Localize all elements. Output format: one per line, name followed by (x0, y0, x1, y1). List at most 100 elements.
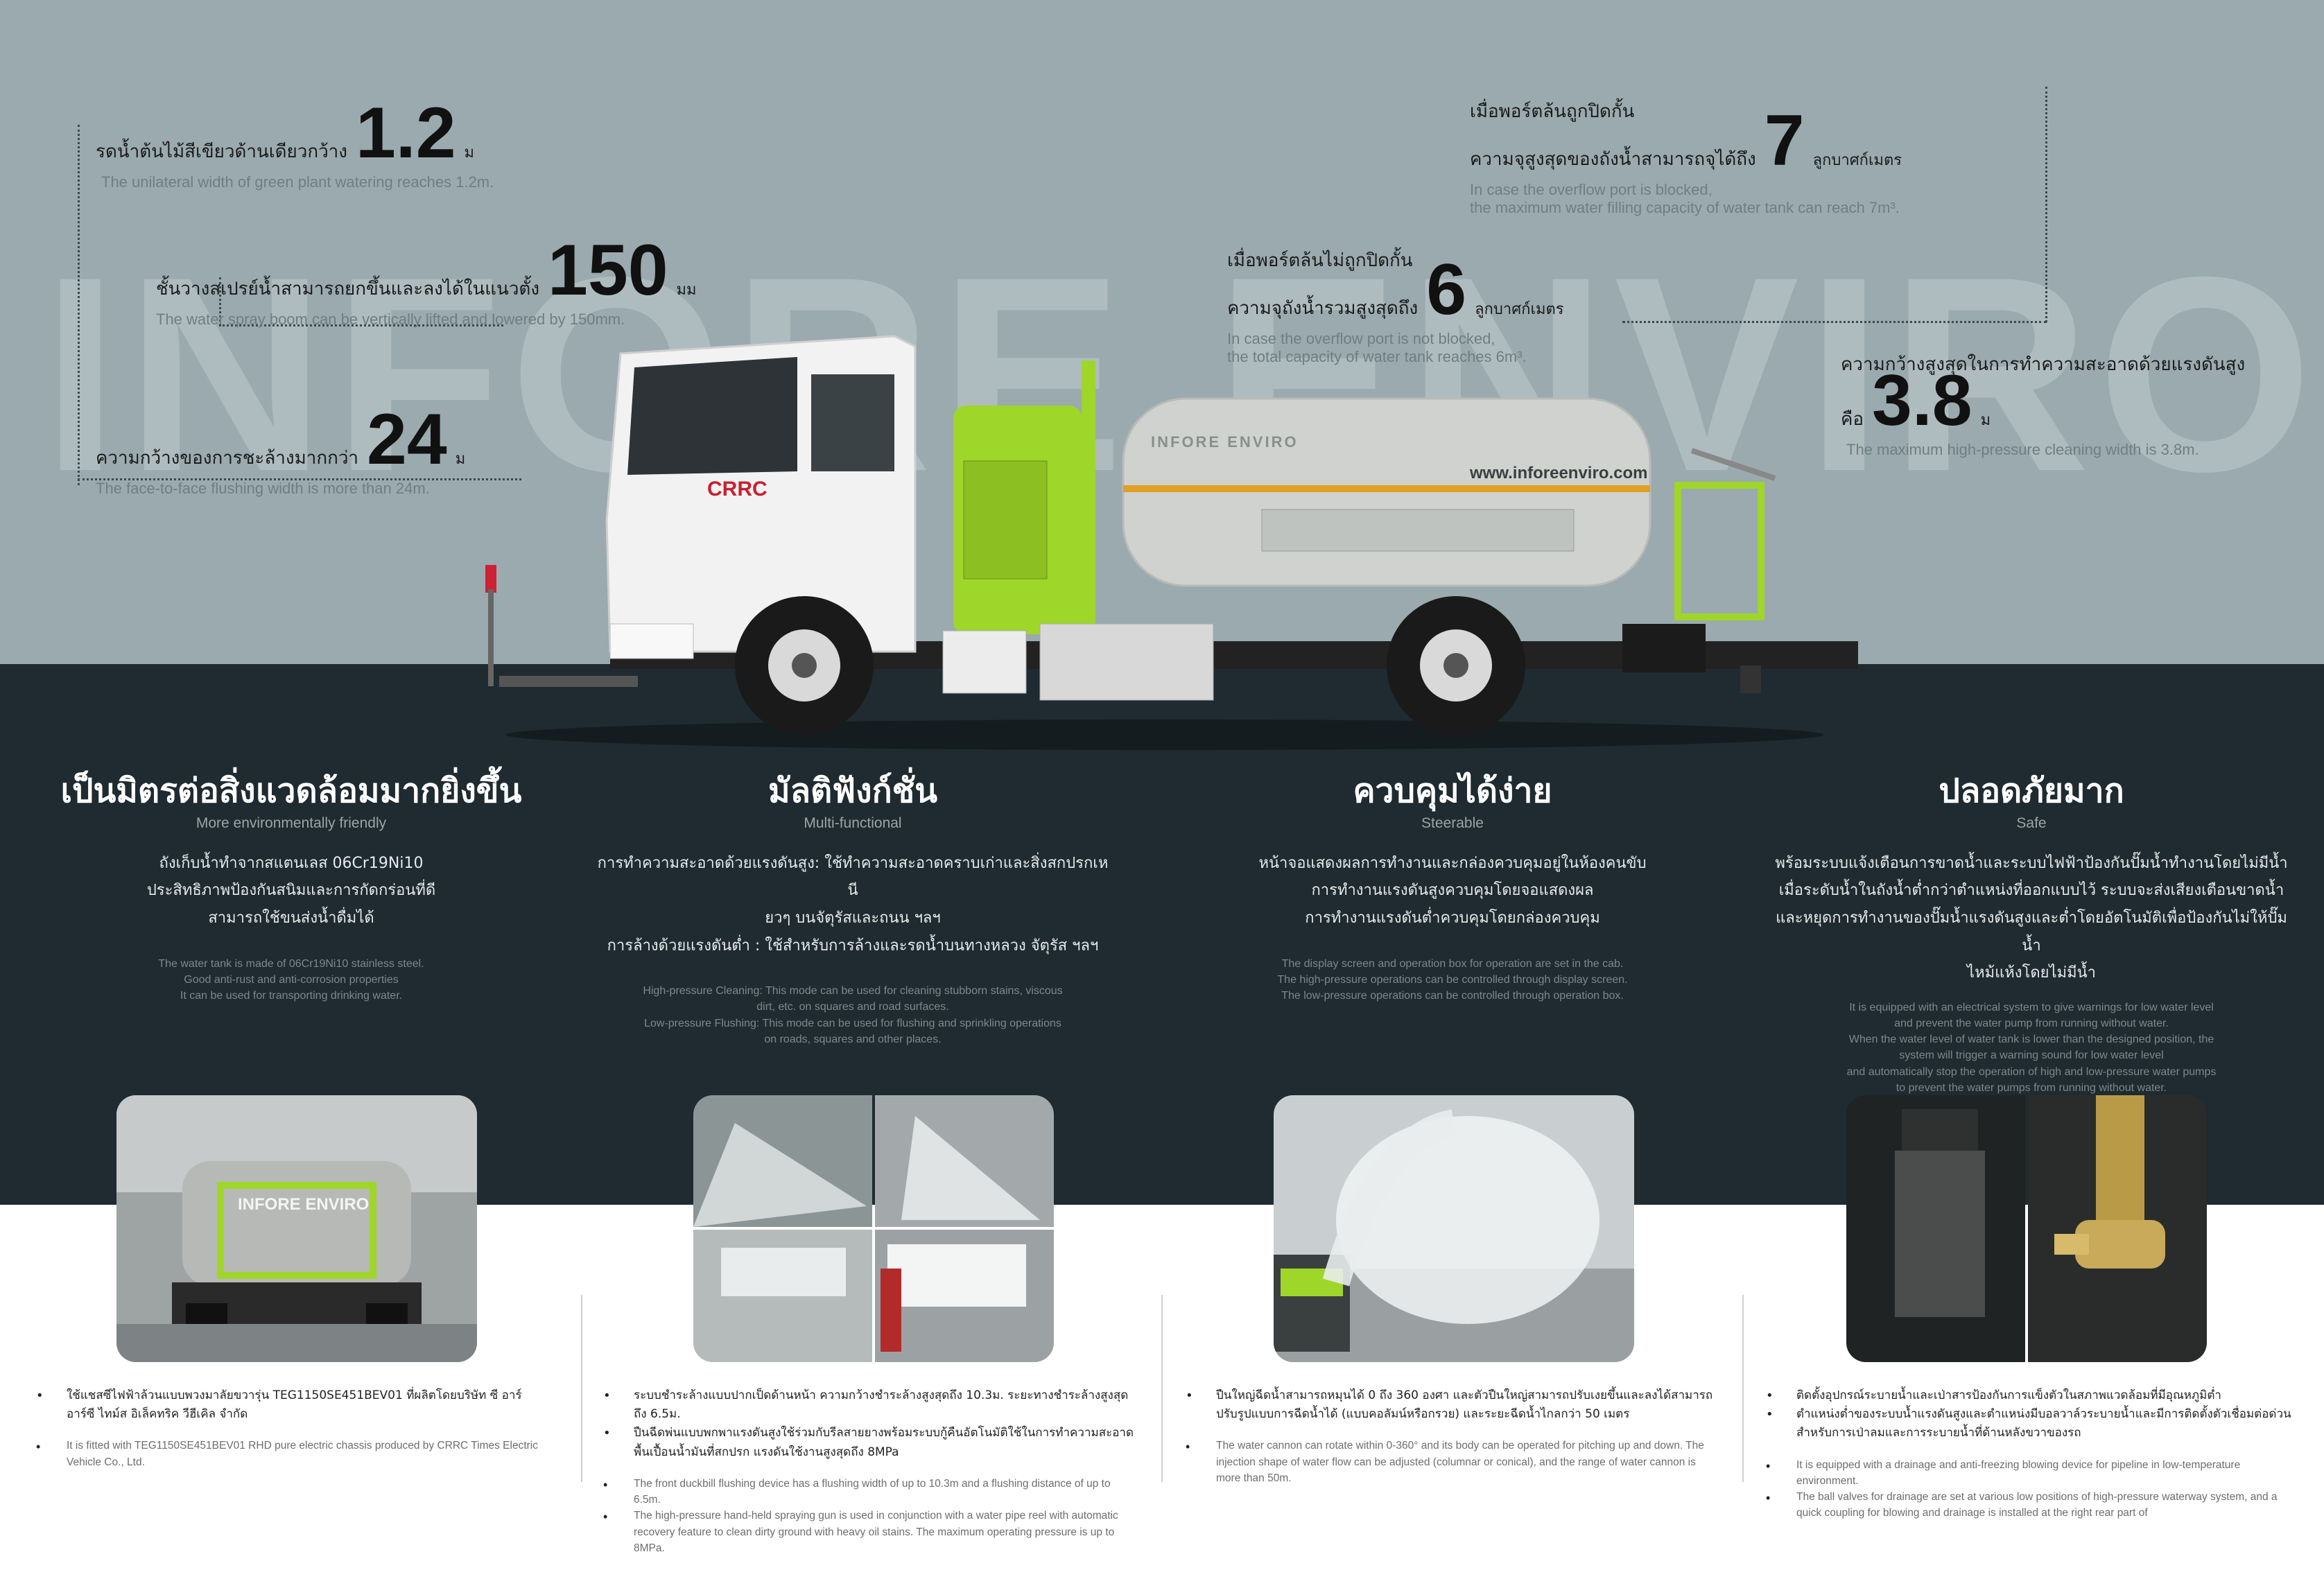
photo-cleaning-collage-image (693, 1095, 1054, 1362)
truck-shadow (506, 720, 1823, 750)
photo-water-cannon-image (1274, 1095, 1634, 1362)
feature-thai-line: ไหม้แห้งโดยไม่มีน้ำ (1967, 964, 2096, 982)
side-window (811, 374, 894, 471)
leader-line (219, 324, 503, 326)
note-thai-item: ปืนฉีดพ่นแบบพกพาแรงดันสูงใช้ร่วมกับรีลสา… (595, 1424, 1136, 1461)
spec-english: the total capacity of water tank reaches… (1227, 348, 1527, 366)
note-english-item: The ball valves for drainage are set at … (1758, 1489, 2305, 1522)
pump-door (963, 460, 1048, 580)
feature-thai-line: เมื่อระดับน้ำในถังน้ำต่ำกว่าตำแหน่งที่ออ… (1778, 882, 2284, 900)
front-boom (488, 589, 494, 686)
leader-line (78, 478, 521, 480)
rear-nozzle (1740, 665, 1761, 693)
windshield (627, 357, 797, 475)
leader-line (219, 277, 221, 326)
feature-english-line: The display screen and operation box for… (1281, 957, 1624, 970)
feature-english-line: It is equipped with an electrical system… (1849, 1001, 2214, 1013)
notes-chassis: ใช้แชสซีไฟฟ้าล้วนแบบพวงมาลัยขวารุ่น TEG1… (28, 1386, 541, 1470)
feature-english-line: on roads, squares and other places. (764, 1033, 942, 1045)
spec-unit: ม (464, 144, 475, 162)
feature-thai-line: พร้อมระบบแจ้งเตือนการขาดน้ำและระบบไฟฟ้าป… (1775, 854, 2288, 872)
front-duckbill (499, 676, 638, 687)
feature-english-body: High-pressure Cleaning: This mode can be… (582, 983, 1123, 1047)
spec-value: 150 (548, 230, 668, 311)
feature-english-line: dirt, etc. on squares and road surfaces. (756, 1001, 949, 1013)
leader-line (1622, 321, 2047, 323)
leader-line (78, 125, 80, 485)
feature-thai-line: การทำงานแรงดันสูงควบคุมโดยจอแสดงผล (1311, 882, 1594, 900)
spec-unit: ม (1980, 412, 1991, 429)
note-english-item: The water cannon can rotate within 0-360… (1177, 1438, 1718, 1486)
notes-thai-list: ระบบชำระล้างแบบปากเป็ดด้านหน้า ความกว้าง… (595, 1386, 1136, 1462)
spec-unit: ม (455, 451, 466, 468)
photo-tank-logo: INFORE ENVIRO (238, 1195, 369, 1214)
feature-english-line: and automatically stop the operation of … (1846, 1065, 2217, 1078)
feature-english-body: It is equipped with an electrical system… (1754, 1000, 2309, 1096)
notes-english-list: The front duckbill flushing device has a… (595, 1476, 1136, 1556)
spec-english: The maximum high-pressure cleaning width… (1846, 441, 2199, 458)
note-thai-item: ติดตั้งอุปกรณ์ระบายน้ำและเป่าสารป้องกันก… (1758, 1386, 2305, 1406)
water-cannon (1690, 448, 1776, 481)
note-thai-item: ตำแหน่งต่ำของระบบน้ำแรงดันสูงและตำแหน่งม… (1758, 1405, 2305, 1443)
spec-value: 24 (367, 399, 447, 480)
note-english-item: It is equipped with a drainage and anti-… (1758, 1457, 2305, 1490)
photo-drain-valves (1846, 1095, 2207, 1362)
side-skirt (1039, 623, 1214, 701)
feature-english-line: Good anti-rust and anti-corrosion proper… (184, 973, 399, 986)
feature-english-line: and prevent the water pump from running … (1894, 1017, 2169, 1029)
front-bumper (609, 623, 694, 659)
feature-english-line: It can be used for transporting drinking… (180, 989, 403, 1002)
feature-title: มัลติฟังก์ชั่น (768, 772, 938, 810)
feature-thai-body: พร้อมระบบแจ้งเตือนการขาดน้ำและระบบไฟฟ้าป… (1754, 850, 2309, 987)
notes-english-list: The water cannon can rotate within 0-360… (1177, 1438, 1718, 1486)
spec-english: In case the overflow port is blocked, (1470, 181, 1712, 198)
feature-thai-line: การทำงานแรงดันต่ำควบคุมโดยกล่องควบคุม (1305, 909, 1600, 927)
feature-thai-line: สามารถใช้ขนส่งน้ำดื่มได้ (208, 909, 374, 927)
feature-thai-body: การทำความสะอาดด้วยแรงดันสูง: ใช้ทำความสะ… (582, 850, 1123, 959)
feature-english-line: Low-pressure Flushing: This mode can be … (644, 1017, 1061, 1029)
tank-stripe (1123, 485, 1650, 492)
spec-boom-lift: ชั้นวางสเปรย์น้ำสามารถยกขึ้นและลงได้ในแน… (156, 234, 697, 329)
feature-english-body: The display screen and operation box for… (1182, 956, 1723, 1004)
feature-title: ปลอดภัยมาก (1939, 772, 2124, 810)
notes-flushing: ระบบชำระล้างแบบปากเป็ดด้านหน้า ความกว้าง… (595, 1386, 1136, 1556)
feature-thai-line: การทำความสะอาดด้วยแรงดันสูง: ใช้ทำความสะ… (597, 854, 1109, 900)
note-thai-item: ระบบชำระล้างแบบปากเป็ดด้านหน้า ความกว้าง… (595, 1386, 1136, 1424)
feature-english-line: system will trigger a warning sound for … (1899, 1049, 2164, 1062)
spec-tank-capacity-blocked: เมื่อพอร์ตล้นถูกปิดกั้น ความจุสูงสุดของถ… (1470, 97, 1902, 218)
feature-subtitle: More environmentally friendly (196, 814, 387, 831)
spec-label: ชั้นวางสเปรย์น้ำสามารถยกขึ้นและลงได้ในแน… (156, 279, 540, 299)
front-wheel (735, 596, 874, 735)
spec-label: คือ (1841, 409, 1864, 430)
side-toolbox (1261, 509, 1575, 552)
feature-english-body: The water tank is made of 06Cr19Ni10 sta… (21, 956, 562, 1004)
rear-ladder (1674, 482, 1764, 620)
feature-thai-line: การล้างด้วยแรงดันต่ำ : ใช้สำหรับการล้างแ… (607, 936, 1099, 955)
spec-label: เมื่อพอร์ตล้นไม่ถูกปิดกั้น (1227, 250, 1413, 271)
feature-thai-body: หน้าจอแสดงผลการทำงานและกล่องควบคุมอยู่ใน… (1182, 850, 1723, 932)
spec-tank-capacity-open: เมื่อพอร์ตล้นไม่ถูกปิดกั้น ความจุถังน้ำร… (1227, 246, 1564, 367)
spec-value: 6 (1426, 250, 1467, 330)
cab-logo: CRRC (707, 478, 768, 500)
spec-value: 3.8 (1872, 360, 1972, 441)
spec-label: ความกว้างของการชะล้างมากกว่า (96, 448, 359, 469)
spec-label: รดน้ำต้นไม้สีเขียวด้านเดียวกว้าง (96, 141, 347, 162)
notes-water-cannon: ปืนใหญ่ฉีดน้ำสามารถหมุนได้ 0 ถึง 360 องศ… (1177, 1386, 1718, 1486)
rear-box (1622, 624, 1706, 672)
notes-drainage: ติดตั้งอุปกรณ์ระบายน้ำและเป่าสารป้องกันก… (1758, 1386, 2305, 1522)
notes-thai-list: ปืนใหญ่ฉีดน้ำสามารถหมุนได้ 0 ถึง 360 องศ… (1177, 1386, 1718, 1424)
note-english-item: The high-pressure hand-held spraying gun… (595, 1508, 1136, 1556)
feature-thai-line: และหยุดการทำงานของปั๊มน้ำแรงดันสูงและต่ำ… (1776, 909, 2287, 955)
photo-cleaning-collage (693, 1095, 1054, 1362)
photo-drain-valves-image (1846, 1095, 2207, 1362)
note-thai-item: ปืนใหญ่ฉีดน้ำสามารถหมุนได้ 0 ถึง 360 องศ… (1177, 1386, 1718, 1424)
leader-line (2045, 87, 2047, 322)
feature-title: เป็นมิตรต่อสิ่งแวดล้อมมากยิ่งขึ้น (60, 772, 522, 810)
spec-label: เมื่อพอร์ตล้นถูกปิดกั้น (1470, 101, 1635, 122)
spec-unit: ลูกบาศก์เมตร (1812, 152, 1902, 169)
spec-english: The face-to-face flushing width is more … (96, 480, 430, 497)
feature-thai-line: ถังเก็บน้ำทำจากสแตนเลส 06Cr19Ni10 (159, 854, 424, 872)
notes-english-list: It is equipped with a drainage and anti-… (1758, 1457, 2305, 1522)
